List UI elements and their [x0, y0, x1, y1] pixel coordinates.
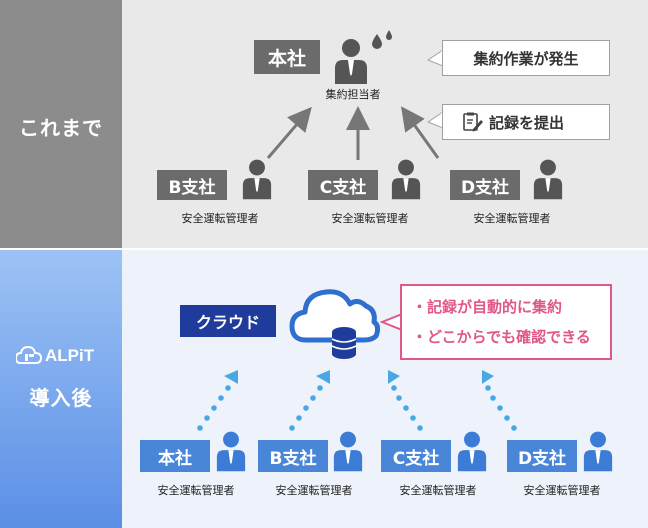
branch-d-caption: 安全運転管理者	[473, 212, 551, 225]
benefit-item: ・どこからでも確認できる	[412, 328, 591, 346]
dotted-arrow-d	[482, 370, 517, 431]
clipboard-pen-icon	[463, 112, 483, 132]
sweat-drops-icon	[372, 30, 392, 49]
hq-tag: 本社	[254, 40, 320, 74]
office-hq-caption: 安全運転管理者	[157, 484, 235, 497]
office-hq-person-icon	[216, 431, 246, 472]
alpit-logo-text: ALPiT	[45, 346, 95, 365]
upload-arrows	[197, 370, 517, 431]
office-b-caption: 安全運転管理者	[275, 484, 353, 497]
branch-d-tag: D支社	[450, 170, 520, 200]
dotted-arrow-hq	[197, 370, 238, 431]
arrow-d-to-hq	[401, 106, 440, 159]
bubble-aggregation: 集約作業が発生	[442, 40, 610, 76]
after-label: 導入後	[29, 386, 93, 410]
branch-b-person-icon	[242, 159, 272, 200]
bubble-submit-text: 記録を提出	[489, 113, 565, 132]
bubble-1-tail	[427, 49, 443, 67]
after-side-panel	[0, 250, 122, 528]
branch-d-person-icon	[533, 159, 563, 200]
alpit-logo: ALPiT	[16, 344, 116, 368]
branch-c-person-icon	[391, 159, 421, 200]
before-side-panel	[0, 0, 122, 248]
office-c-tag: C支社	[381, 440, 451, 472]
benefits-tail	[380, 313, 402, 331]
alpit-logo-icon	[16, 345, 42, 364]
branch-c-tag: C支社	[308, 170, 378, 200]
office-d-caption: 安全運転管理者	[523, 484, 601, 497]
hq-caption: 集約担当者	[325, 88, 381, 101]
arrow-b-to-hq	[266, 106, 312, 159]
office-hq-tag: 本社	[140, 440, 210, 472]
report-arrows	[266, 106, 440, 160]
office-d-tag: D支社	[507, 440, 577, 472]
office-b-person-icon	[333, 431, 363, 472]
branch-b-caption: 安全運転管理者	[181, 212, 259, 225]
branch-b-tag: B支社	[157, 170, 227, 200]
office-c-caption: 安全運転管理者	[399, 484, 477, 497]
benefit-item: ・記録が自動的に集約	[412, 298, 563, 316]
bubble-submit: 記録を提出	[442, 104, 610, 140]
dotted-arrow-c	[388, 370, 423, 431]
cloud-tag: クラウド	[180, 305, 276, 337]
office-b-tag: B支社	[258, 440, 328, 472]
hq-person-icon	[335, 39, 367, 84]
cloud-database-icon	[289, 289, 380, 359]
office-c-person-icon	[457, 431, 487, 472]
office-d-person-icon	[583, 431, 613, 472]
benefits-box: ・記録が自動的に集約 ・どこからでも確認できる	[400, 284, 612, 360]
branch-c-caption: 安全運転管理者	[331, 212, 409, 225]
dotted-arrow-b	[289, 370, 330, 431]
before-label: これまで	[19, 116, 103, 140]
